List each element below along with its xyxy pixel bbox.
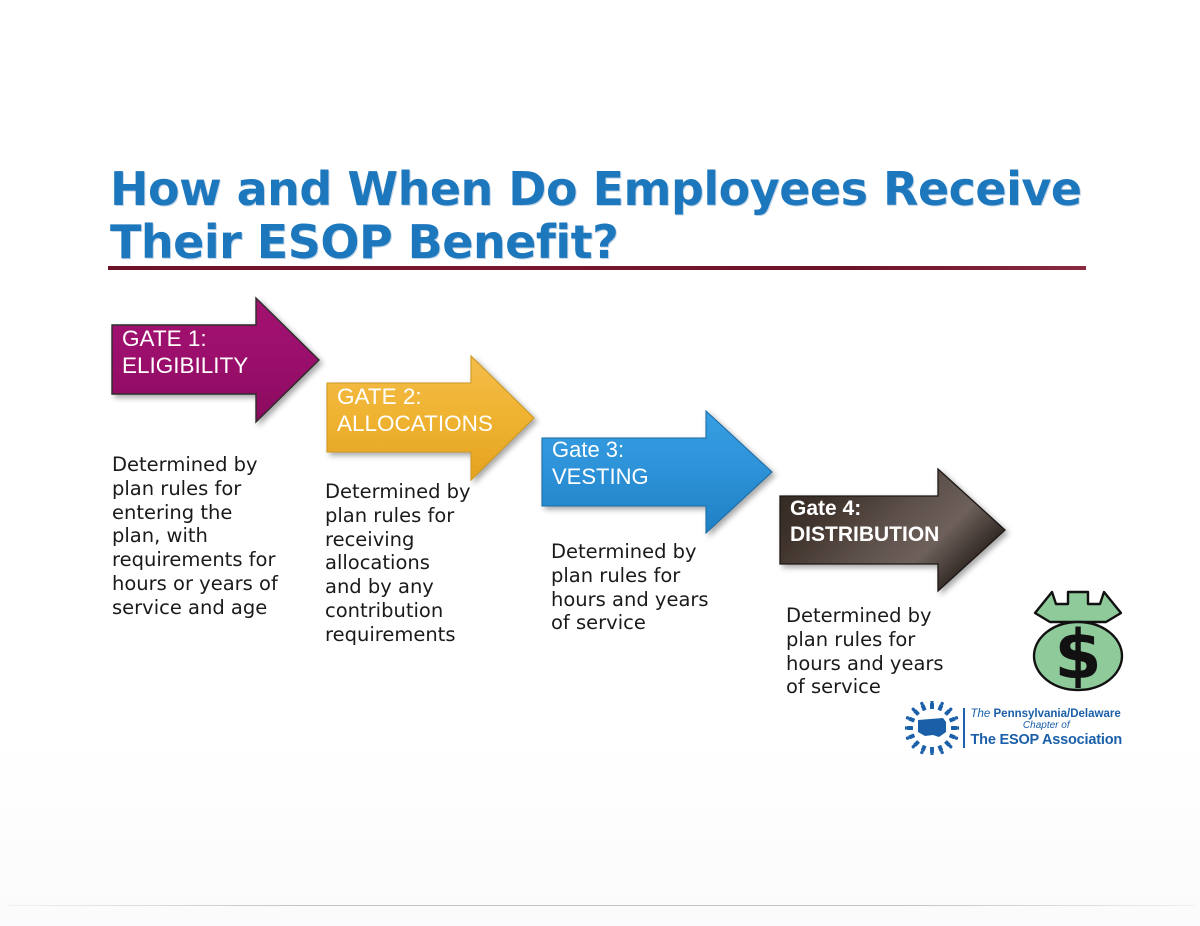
logo-association-name: The ESOP Association [970,731,1123,748]
money-bag-icon: $ [1018,586,1138,696]
logo-the-word: The [970,708,994,721]
esop-association-logo: The Pennsylvania/Delaware Chapter of The… [905,700,1125,756]
logo-wordmark: The Pennsylvania/Delaware Chapter of The… [971,708,1123,748]
logo-chapter-of: Chapter of [1022,720,1070,732]
gate-4-arrow[interactable]: Gate 4: DISTRIBUTION [778,466,1008,594]
money-bag-shape: $ [1032,590,1124,695]
logo-chapter-name: Pennsylvania/Delaware [993,708,1121,721]
logo-chapter-line: The Pennsylvania/Delaware [971,708,1123,720]
gate-3-description: Determined by plan rules for hours and y… [551,540,709,635]
pa-de-chapter-badge-icon [905,701,959,755]
gate-3-arrow-shape [541,409,773,535]
gate-2-description: Determined by plan rules for receiving a… [325,480,471,646]
dollar-sign-glyph: $ [1054,616,1101,695]
logo-divider [963,708,965,748]
gate-2-arrow-shape [326,354,535,482]
gate-1-arrow-shape [111,296,320,424]
gate-4-description: Determined by plan rules for hours and y… [786,604,944,699]
gate-3-arrow[interactable]: Gate 3: VESTING [540,408,775,536]
page-title-text: How and When Do Employees Receive Their … [110,162,1082,270]
gate-1-description: Determined by plan rules for entering th… [112,453,278,619]
page-title: How and When Do Employees Receive Their … [110,162,1100,270]
gate-4-arrow-shape [779,467,1006,593]
pennsylvania-state-shape [918,718,946,737]
scan-artifact-line [6,905,1194,906]
gate-1-arrow[interactable]: GATE 1: ELIGIBILITY [110,294,322,426]
gate-2-arrow[interactable]: GATE 2: ALLOCATIONS [325,352,537,484]
title-divider-rule [108,266,1086,270]
